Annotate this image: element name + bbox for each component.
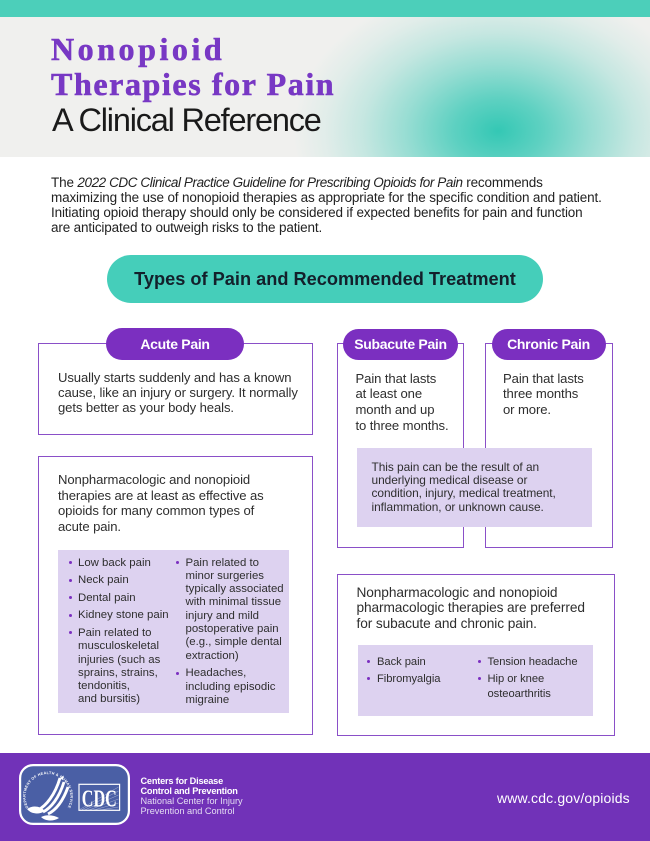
svg-text:CDC: CDC	[81, 786, 116, 812]
